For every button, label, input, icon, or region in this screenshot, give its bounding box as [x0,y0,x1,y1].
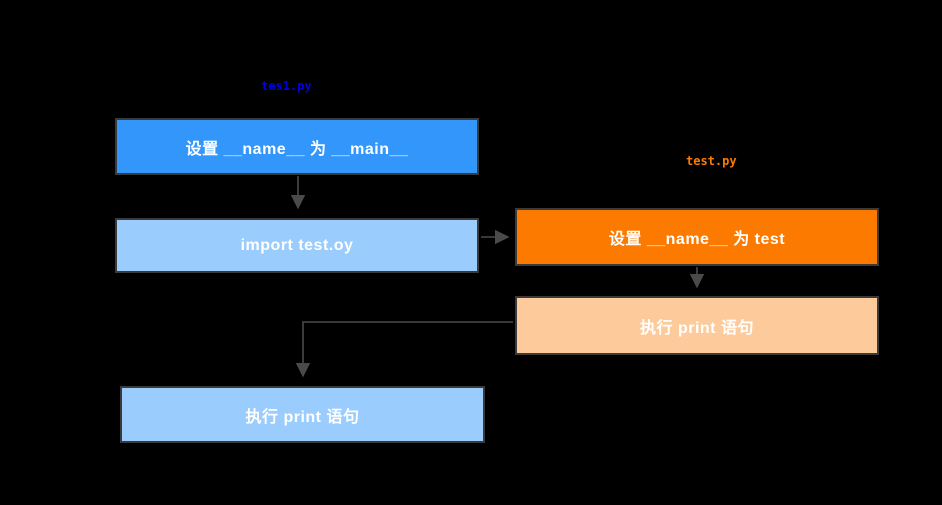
file-label-test: test.py [686,154,737,168]
node-main-execute-print: 执行 print 语句 [120,386,485,443]
node-set-name-test: 设置 __name__ 为 test [515,208,879,266]
file-label-tes1: tes1.py [261,79,312,93]
edge-testprint-to-mainprint [295,321,513,378]
node-test-execute-print: 执行 print 语句 [515,296,879,355]
node-import-test: import test.oy [115,218,479,273]
node-set-name-main: 设置 __name__ 为 __main__ [115,118,479,175]
